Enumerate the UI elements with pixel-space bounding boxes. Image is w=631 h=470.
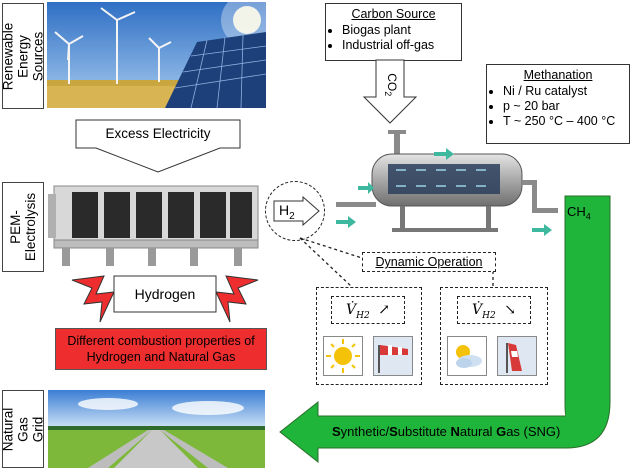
h2-flow-increase-box: V̇H2 ↗ <box>316 287 422 385</box>
wind-solar-illustration <box>47 2 266 108</box>
methanation-reactor <box>336 124 558 236</box>
methanation-title: Methanation <box>523 68 593 82</box>
carbon-source-item: Biogas plant <box>342 23 461 37</box>
arrow-down-right-icon: ↘ <box>504 302 516 318</box>
excess-electricity-text: Excess Electricity <box>105 126 211 141</box>
combustion-line-2: Hydrogen and Natural Gas <box>86 350 236 364</box>
partly-cloudy-icon <box>447 336 487 376</box>
pipeline-illustration <box>48 390 265 468</box>
methanation-item: T ~ 250 °C – 400 °C <box>503 114 629 128</box>
methanation-item: p ~ 20 bar <box>503 99 629 113</box>
flow-decrease-label: V̇H2 ↘ <box>457 296 531 324</box>
methanation-item: Ni / Ru catalyst <box>503 84 629 98</box>
sun-icon <box>323 336 363 376</box>
windsock-weak-icon <box>497 336 537 376</box>
h2-label: H2 <box>279 202 295 222</box>
sng-label: Synthetic/Substitute Natural Gas (SNG) <box>332 424 561 439</box>
co2-label: CO2 <box>382 73 400 97</box>
natural-gas-grid-label: Natural Gas Grid <box>1 390 46 468</box>
hydrogen-warning: Hydrogen <box>70 272 260 328</box>
carbon-source-item: Industrial off-gas <box>342 38 461 52</box>
combustion-line-1: Different combustion properties of <box>67 334 255 348</box>
renewable-energy-label: Renewable Energy Sources <box>1 3 46 109</box>
ch4-label: CH4 <box>567 204 591 222</box>
co2-arrow: CO2 <box>362 59 418 125</box>
electrolyzer-illustration <box>48 176 263 271</box>
combustion-properties-box: Different combustion properties of Hydro… <box>55 328 267 370</box>
pem-electrolysis-label: PEM- Electrolysis <box>2 182 44 272</box>
h2-arrow: H2 <box>273 195 321 227</box>
carbon-source-box: Carbon Source Biogas plant Industrial of… <box>325 3 462 61</box>
h2-flow-decrease-box: V̇H2 ↘ <box>440 287 548 385</box>
reactor-illustration <box>336 130 558 236</box>
dynamic-operation-label: Dynamic Operation <box>362 252 496 272</box>
renewable-energy-photo <box>47 2 266 108</box>
windsock-strong-icon <box>373 336 413 376</box>
excess-electricity-arrow: Excess Electricity <box>72 118 244 174</box>
hydrogen-text: Hydrogen <box>134 286 196 302</box>
arrow-up-right-icon: ↗ <box>378 302 390 318</box>
lightning-bolts-icon <box>71 275 259 323</box>
gas-pipeline-photo <box>48 390 265 468</box>
methanation-box: Methanation Ni / Ru catalyst p ~ 20 bar … <box>486 64 630 144</box>
pem-electrolyzer-photo <box>48 176 263 271</box>
flow-increase-label: V̇H2 ↗ <box>331 296 405 324</box>
carbon-source-title: Carbon Source <box>351 7 436 21</box>
